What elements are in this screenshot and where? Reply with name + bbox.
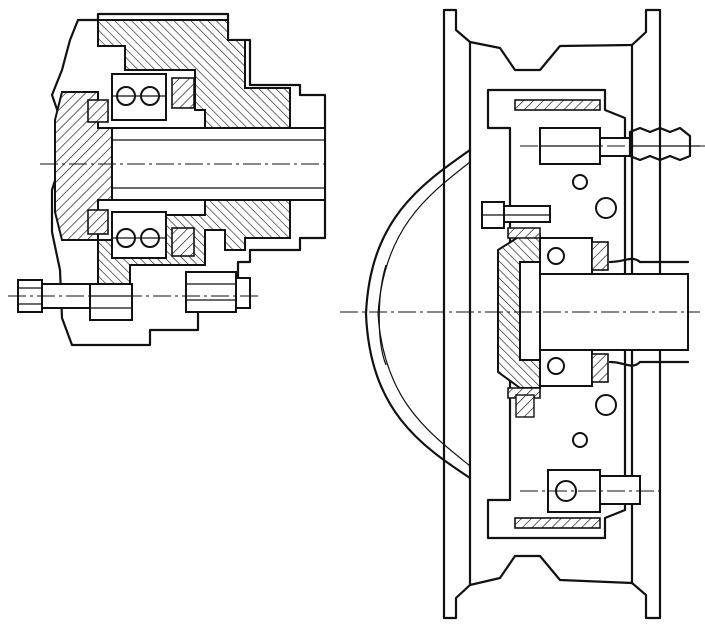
left-hub-section: [8, 12, 330, 347]
right-wheel-section: [340, 8, 705, 620]
